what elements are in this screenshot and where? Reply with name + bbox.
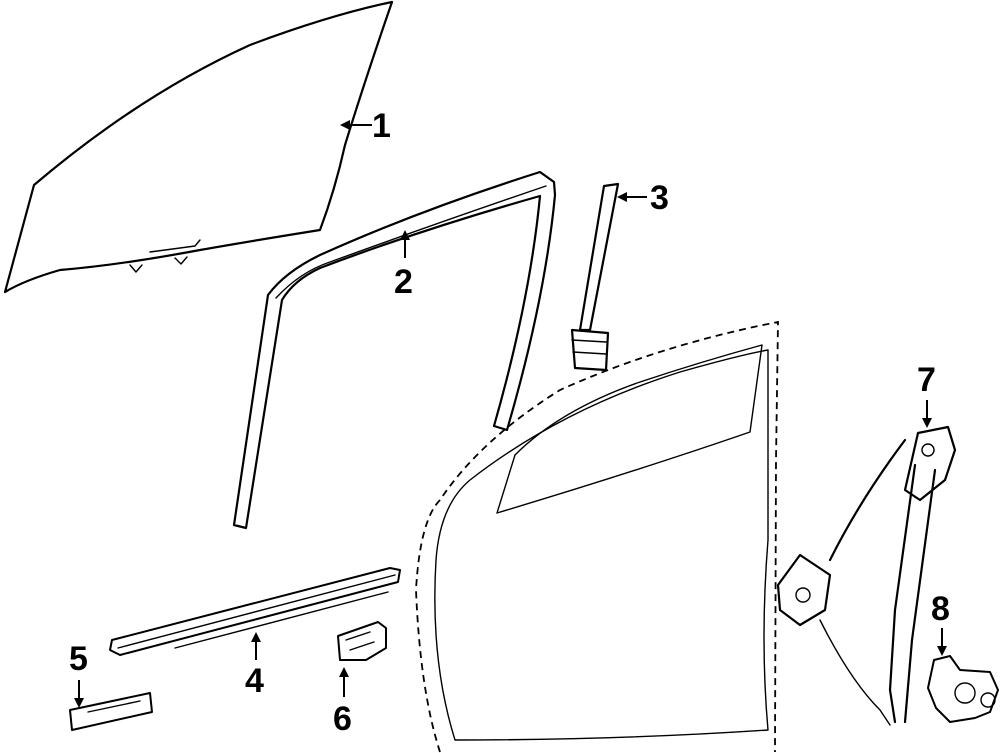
callout-2-leader [400, 230, 410, 258]
callout-2: 2 [394, 263, 413, 301]
door-shell [415, 320, 779, 753]
belt-weatherstrip [109, 567, 401, 656]
glass-run-channel [232, 170, 557, 530]
callout-6: 6 [333, 700, 352, 738]
callout-6-leader [339, 667, 349, 697]
callout-1-leader [340, 120, 372, 130]
window-regulator [776, 425, 957, 726]
callout-3-leader [617, 192, 647, 202]
trim-piece [69, 692, 153, 731]
callout-4-leader [251, 632, 261, 660]
callout-1: 1 [372, 107, 391, 145]
door-glass [3, 0, 394, 294]
callout-8: 8 [931, 590, 950, 628]
callout-5-leader [74, 680, 84, 708]
callout-8-leader [937, 628, 947, 656]
callout-7: 7 [917, 361, 936, 399]
callout-4: 4 [245, 662, 264, 700]
callout-7-leader [922, 400, 932, 428]
callout-3: 3 [650, 179, 669, 217]
rear-channel [570, 182, 620, 372]
callout-5: 5 [69, 640, 88, 678]
bracket [337, 621, 387, 661]
regulator-motor [927, 655, 999, 723]
